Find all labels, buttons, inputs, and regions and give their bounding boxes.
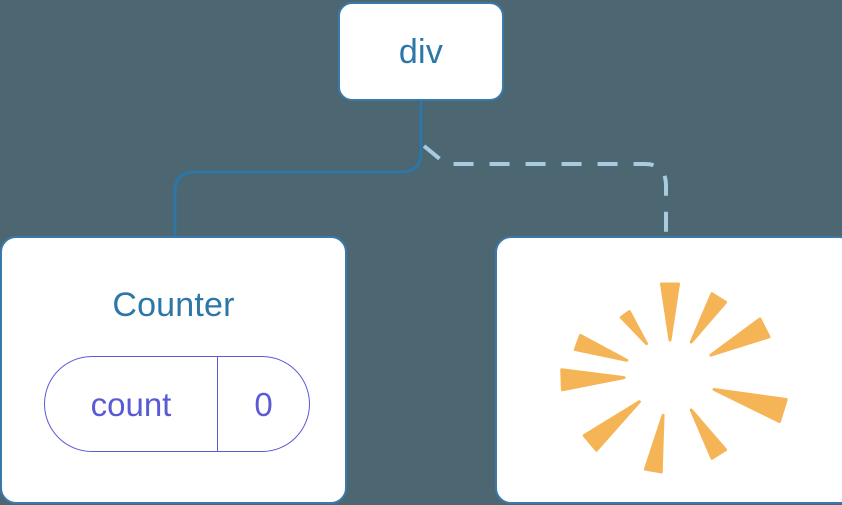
burst-ray-0 [660,282,680,342]
sparkle-burst-icon [560,282,788,474]
burst-ray-group [560,282,788,474]
state-pill-value: 0 [254,385,273,423]
edge-root-to-burst [422,144,668,238]
burst-ray-7 [712,387,788,423]
burst-ray-4 [582,400,641,452]
state-pill-key: count [45,357,218,451]
edge-root-to-counter [173,99,423,240]
node-div[interactable]: div [338,2,504,101]
burst-ray-5 [643,413,665,474]
node-counter-label: Counter [112,286,235,324]
burst-ray-8 [709,317,771,357]
node-counter[interactable]: Counter count 0 [0,236,347,504]
burst-ray-6 [689,408,728,460]
node-burst[interactable] [495,236,842,504]
burst-ray-3 [560,368,626,392]
burst-ray-9 [689,292,728,344]
state-pill-count[interactable]: count 0 [44,356,310,452]
burst-ray-1 [619,310,648,346]
node-div-label: div [398,32,444,71]
burst-ray-2 [573,333,629,362]
